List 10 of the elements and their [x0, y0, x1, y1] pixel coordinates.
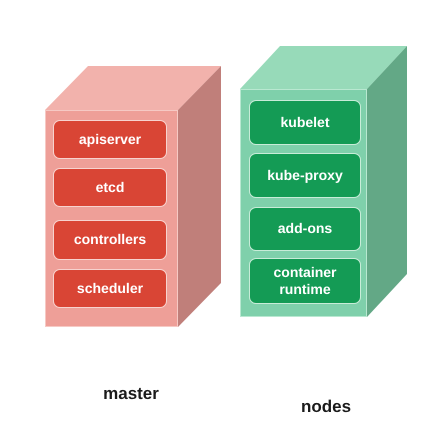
component-box: add-ons [249, 207, 361, 251]
component-box: kube-proxy [249, 153, 361, 198]
component-box: etcd [53, 168, 167, 207]
component-box: scheduler [53, 269, 167, 308]
component-box: controllers [53, 220, 167, 260]
component-box: kubelet [249, 100, 361, 145]
cube-caption: master [103, 384, 159, 404]
component-box: apiserver [53, 120, 167, 159]
cube-caption: nodes [300, 397, 352, 417]
component-box: container runtime [249, 258, 361, 304]
